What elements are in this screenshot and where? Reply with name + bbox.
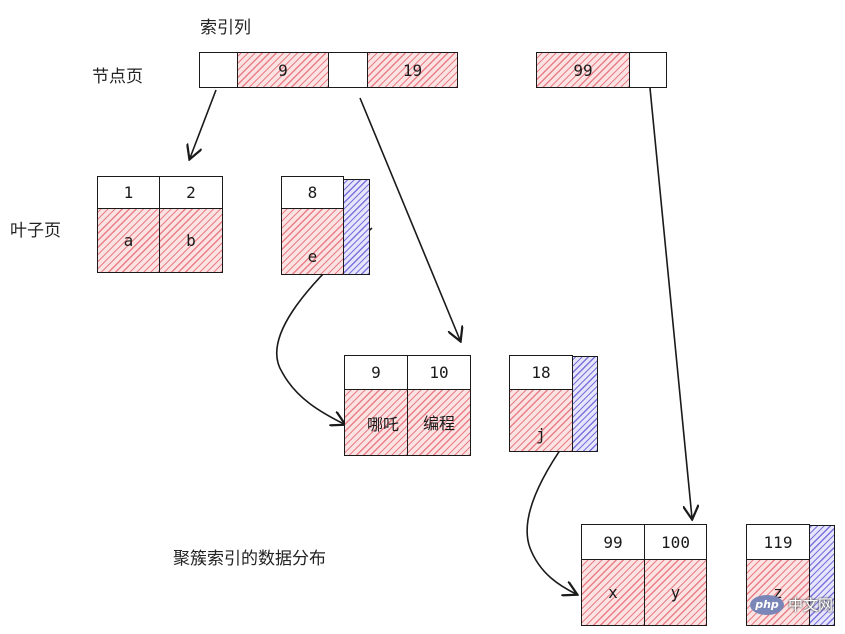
- leaf-value: b: [186, 231, 196, 250]
- watermark-text: 中文网: [788, 596, 834, 614]
- leaf-page-label: 叶子页: [10, 221, 61, 241]
- leaf-value: z: [773, 583, 783, 602]
- leaf-key-cell: 1: [97, 176, 160, 209]
- root-key-cell: 99: [536, 52, 630, 88]
- arrow-root-to-leaf-5: [649, 87, 692, 518]
- root-pointer-cell: [629, 52, 667, 88]
- arrow-root-to-leaf-3: [359, 97, 460, 340]
- leaf-key-cell: 8: [281, 176, 344, 209]
- node-page-label: 节点页: [92, 67, 143, 87]
- root-pointer-cell: [328, 52, 368, 88]
- leaf-value: 哪吒: [366, 414, 399, 434]
- leaf-value-cell: e: [281, 208, 344, 275]
- leaf-key: 2: [186, 183, 196, 202]
- leaf-key-cell: 9: [344, 355, 408, 390]
- leaf-value-cell: a: [97, 208, 160, 273]
- index-column-label: 索引列: [200, 18, 251, 38]
- php-logo-icon: php: [750, 594, 784, 615]
- root-pointer-cell: [199, 52, 238, 88]
- leaf-key-cell: 99: [581, 524, 645, 560]
- leaf-key-cell: 10: [407, 355, 471, 390]
- diagram-caption: 聚簇索引的数据分布: [173, 549, 326, 569]
- root-key-cell: 9: [237, 52, 329, 88]
- leaf-key: 18: [531, 363, 551, 382]
- root-key: 19: [402, 60, 423, 80]
- leaf-key: 10: [429, 363, 449, 382]
- leaf-key: 119: [763, 532, 793, 552]
- leaf-value: a: [123, 231, 134, 250]
- leaf-key: 9: [371, 363, 381, 382]
- leaf-key-cell: 100: [644, 524, 707, 560]
- leaf-key-cell: 2: [159, 176, 223, 209]
- leaf-value: j: [536, 425, 546, 444]
- leaf-key: 99: [603, 532, 623, 552]
- leaf-next-pointer: [343, 179, 370, 275]
- root-key-cell: 19: [367, 52, 458, 88]
- leaf-key: 1: [123, 183, 134, 202]
- leaf-value-cell: x: [581, 559, 645, 626]
- leaf-next-pointer: [572, 356, 598, 452]
- leaf-key-cell: 119: [746, 524, 810, 560]
- leaf-value-cell: z: [746, 559, 810, 626]
- leaf-value-cell: 哪吒: [344, 389, 408, 456]
- leaf-key: 8: [307, 183, 318, 202]
- leaf-value: y: [670, 583, 681, 602]
- watermark: php 中文网: [750, 594, 833, 615]
- leaf-value: 编程: [422, 414, 455, 433]
- leaf-value-cell: b: [159, 208, 223, 273]
- leaf-value-cell: 编程: [407, 389, 471, 456]
- leaf-value-cell: j: [509, 389, 573, 452]
- leaf-key-cell: 18: [509, 355, 573, 390]
- leaf-value: x: [608, 583, 618, 602]
- leaf-value-cell: y: [644, 559, 707, 626]
- root-key: 99: [573, 60, 593, 80]
- leaf-next-pointer: [809, 525, 835, 626]
- arrow-root-to-leaf-1: [190, 89, 217, 158]
- root-key: 9: [278, 60, 288, 80]
- leaf-value: e: [307, 247, 318, 266]
- leaf-key: 100: [661, 532, 690, 552]
